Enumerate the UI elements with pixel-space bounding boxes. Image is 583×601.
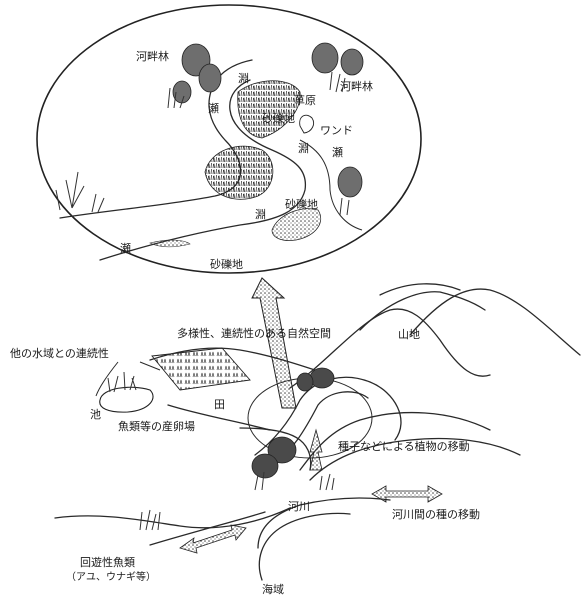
pond	[100, 387, 153, 412]
paddy-field	[152, 348, 250, 390]
label-arrow-caption: 多様性、連続性のある自然空間	[177, 326, 331, 340]
label-rapids-bottom: 瀬	[120, 241, 131, 255]
label-gravel-bottom: 砂礫地	[210, 257, 243, 271]
label-seed-movement: 種子などによる植物の移動	[338, 439, 470, 453]
label-rapids-left: 瀬	[208, 101, 219, 115]
label-riparian-forest-right: 河畔林	[340, 79, 373, 93]
label-migratory-fish: 回遊性魚類	[80, 555, 135, 569]
label-gravel-right: 砂礫地	[285, 197, 318, 211]
label-pond: 池	[90, 408, 101, 421]
migratory-fish-arrow	[180, 525, 246, 553]
seed-movement-arrow	[310, 430, 322, 470]
label-grassland: 草原	[294, 94, 316, 107]
label-mountain: 山地	[398, 328, 420, 341]
label-riparian-forest-left: 河畔林	[136, 49, 169, 63]
upward-arrow	[252, 278, 296, 408]
label-sea: 海域	[262, 582, 284, 596]
label-between-rivers: 河川間の種の移動	[392, 507, 480, 521]
label-pool-lower: 淵	[255, 208, 266, 221]
label-water-continuity: 他の水域との連続性	[10, 346, 109, 360]
label-wando: ワンド	[320, 124, 353, 137]
label-pool-mid: 淵	[298, 142, 309, 155]
inset-natural-space: 河畔林 河畔林 淵 瀬 砂礫地 草原 ワンド 淵 瀬 砂礫地 淵 瀬 砂礫地	[37, 5, 421, 273]
label-pool-top: 淵	[238, 72, 249, 85]
mountains	[290, 284, 580, 388]
label-spawning: 魚類等の産卵場	[118, 419, 195, 433]
inset-ellipse	[37, 5, 421, 273]
label-gravel-upper: 砂礫地	[262, 111, 295, 125]
label-river: 河川	[288, 500, 310, 513]
label-rapids-right: 瀬	[332, 145, 343, 159]
leader-water-continuity-2	[140, 362, 160, 370]
label-paddy: 田	[214, 398, 225, 411]
label-migratory-fish-example: （アユ、ウナギ等）	[66, 570, 156, 583]
between-rivers-arrow	[372, 486, 442, 502]
